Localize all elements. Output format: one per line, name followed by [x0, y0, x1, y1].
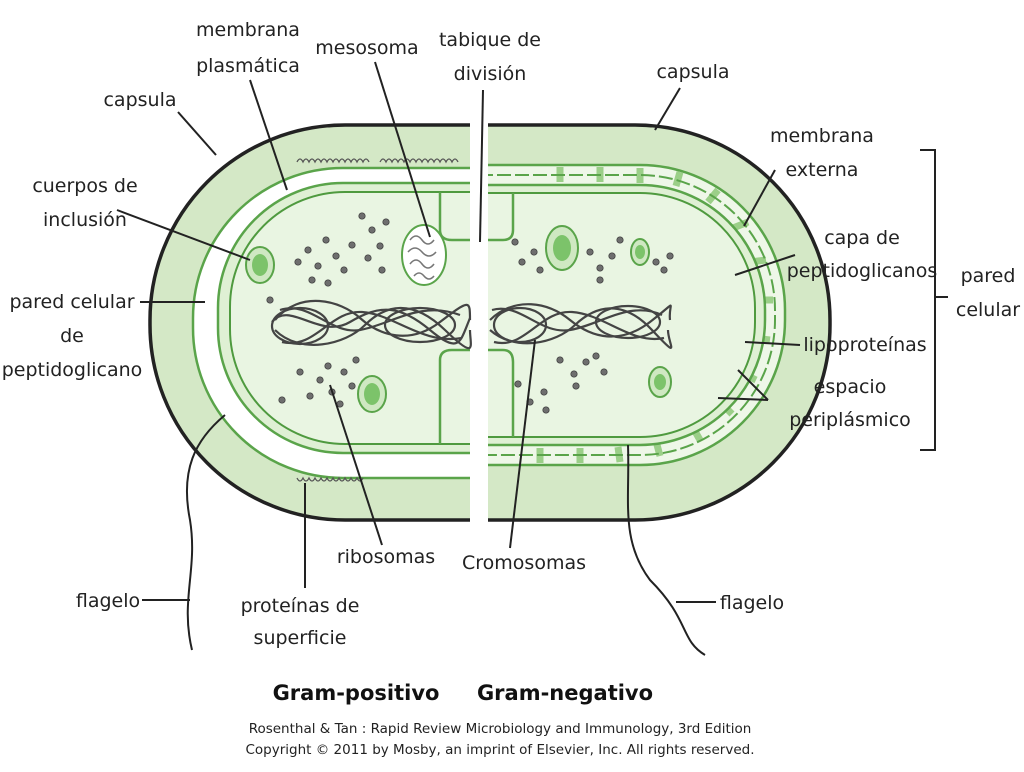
leader-lines [116, 61, 801, 603]
label-mesosoma: mesosoma [315, 37, 418, 59]
label-flagelo-left: flagelo [76, 590, 140, 612]
labels: membrana plasmática mesosoma tabique de … [2, 19, 1021, 758]
label-lipoproteinas: lipoproteínas [803, 334, 926, 356]
surface-proteins-left [296, 158, 459, 482]
title-gram-positive: Gram-positivo [273, 681, 440, 705]
ribosomes-left [266, 212, 390, 408]
label-capa-peptidoglicanos-1: capa de [824, 227, 900, 249]
label-espacio-periplasmico-1: espacio [814, 376, 887, 398]
label-pared-celular-pg-3: peptidoglicano [2, 359, 143, 381]
label-pared-celular-1: pared [961, 265, 1016, 287]
wall-bracket [920, 149, 936, 451]
label-proteinas-superficie-1: proteínas de [241, 595, 360, 617]
label-membrana-externa-2: externa [786, 159, 859, 181]
label-pared-celular-2: celular [956, 299, 1020, 321]
flagellum-left [186, 414, 226, 651]
label-tabique-1: tabique de [439, 29, 541, 51]
label-cuerpos-inclusion-1: cuerpos de [32, 175, 137, 197]
citation-line-1: Rosenthal & Tan : Rapid Review Microbiol… [249, 721, 752, 737]
label-proteinas-superficie-2: superficie [254, 627, 347, 649]
inclusion-bodies [245, 225, 672, 413]
label-membrana-plasmatica-1: membrana [196, 19, 300, 41]
label-capa-peptidoglicanos-2: peptidoglicanos [787, 260, 938, 282]
label-cromosomas: Cromosomas [462, 552, 586, 574]
label-pared-celular-pg-2: de [60, 325, 84, 347]
label-cuerpos-inclusion-2: inclusión [43, 209, 127, 231]
title-gram-negative: Gram-negativo [477, 681, 653, 705]
label-capsula-right: capsula [656, 61, 729, 83]
label-membrana-externa-1: membrana [770, 125, 874, 147]
label-ribosomas: ribosomas [337, 546, 435, 568]
citation-line-2: Copyright © 2011 by Mosby, an imprint of… [246, 742, 755, 758]
label-tabique-2: división [454, 63, 527, 85]
label-espacio-periplasmico-2: periplásmico [789, 409, 911, 431]
chromosome [270, 299, 673, 350]
label-flagelo-right: flagelo [720, 592, 784, 614]
label-pared-celular-pg-1: pared celular [9, 291, 134, 313]
flagellum-right [626, 444, 706, 656]
label-capsula-left: capsula [103, 89, 176, 111]
mesosome [401, 224, 447, 286]
label-membrana-plasmatica-2: plasmática [196, 55, 300, 77]
